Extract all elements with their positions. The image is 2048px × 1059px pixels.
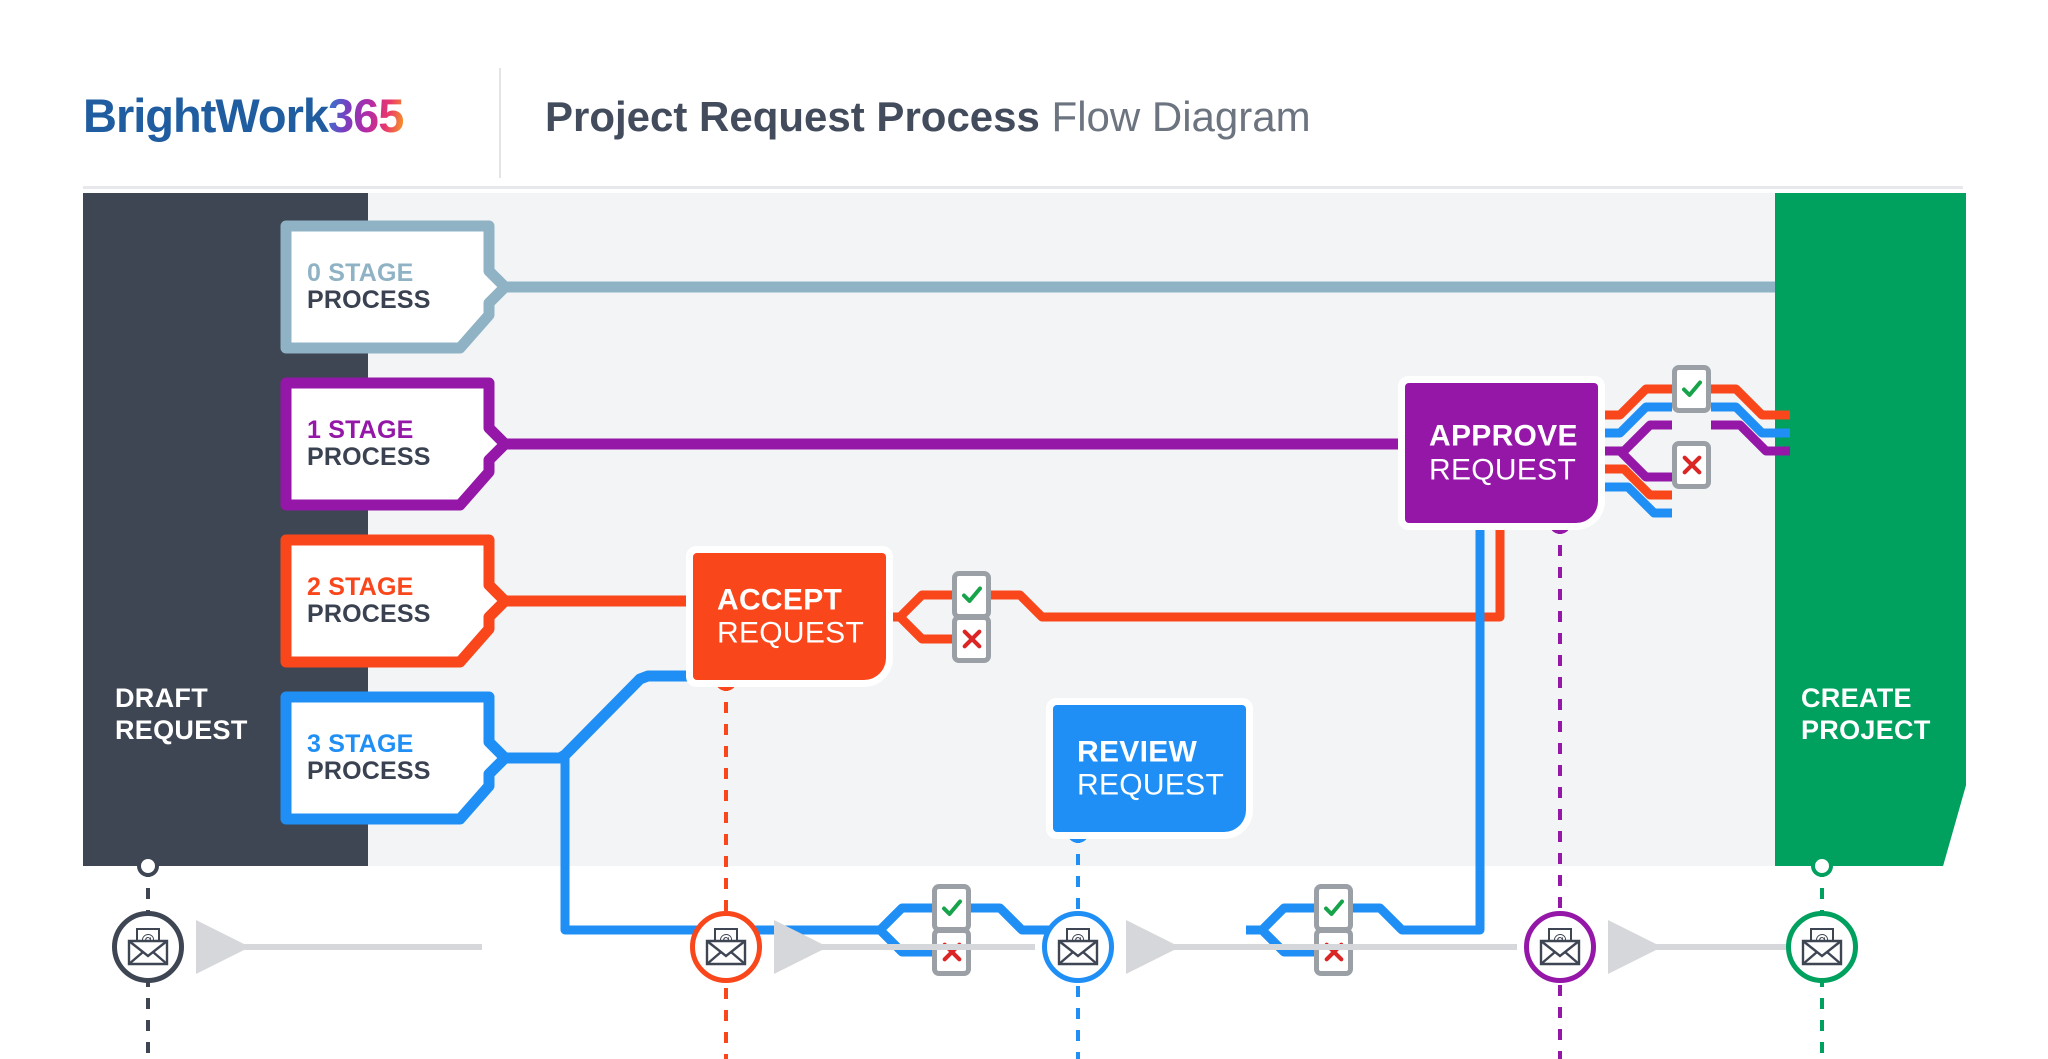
wire-stage3-to-accept bbox=[489, 670, 693, 764]
cross-icon[interactable] bbox=[1672, 441, 1711, 489]
cross-icon[interactable] bbox=[932, 928, 971, 976]
notification-arrows bbox=[196, 920, 1786, 974]
stage-3-count: 3 STAGE bbox=[307, 729, 414, 758]
wire-stage3-review-no-in bbox=[876, 926, 932, 957]
brightwork365-logo: BrightWork365 bbox=[83, 89, 404, 142]
approve-request-noun: REQUEST bbox=[1429, 453, 1577, 486]
wire-approve-no-orange-in bbox=[1598, 464, 1672, 500]
email-notification-row: @ @ @ @ bbox=[0, 880, 2048, 1030]
check-icon[interactable] bbox=[1672, 365, 1711, 413]
stage-1-word: PROCESS bbox=[307, 443, 431, 471]
draft-request-line2: REQUEST bbox=[115, 714, 248, 745]
header-divider bbox=[499, 68, 501, 178]
email-icon[interactable]: @ bbox=[1786, 911, 1858, 983]
stage-3-word: PROCESS bbox=[307, 757, 431, 785]
page-title: Project Request Process Flow Diagram bbox=[545, 96, 1311, 138]
accept-request-noun: REQUEST bbox=[717, 616, 865, 650]
stage-2-word: PROCESS bbox=[307, 600, 431, 628]
wire-approve-yes-blue-out bbox=[1711, 402, 1790, 438]
stage-card-0[interactable]: 0 STAGE PROCESS bbox=[286, 226, 489, 348]
logo-primary-text: BrightWork bbox=[83, 89, 329, 142]
wire-approve-no-blue-in bbox=[1598, 482, 1672, 518]
accept-request-verb: ACCEPT bbox=[717, 582, 843, 616]
nub-create bbox=[1811, 855, 1833, 877]
nub-draft bbox=[137, 855, 159, 877]
create-project-panel bbox=[1775, 193, 1966, 866]
wire-approve-no-purple-in bbox=[1598, 446, 1672, 482]
logo-accent-text: 365 bbox=[328, 89, 404, 142]
approve-request-verb: APPROVE bbox=[1429, 419, 1578, 453]
stage-0-count: 0 STAGE bbox=[307, 258, 414, 287]
check-icon[interactable] bbox=[952, 571, 991, 619]
create-project-line1: CREATE bbox=[1801, 683, 1912, 713]
flow-diagram-canvas: DRAFT REQUEST CREATE PROJECT bbox=[0, 193, 2048, 1059]
wire-approve-yes-orange-out bbox=[1711, 384, 1790, 420]
review-request-verb: REVIEW bbox=[1077, 734, 1198, 768]
wire-review-in bbox=[971, 903, 1053, 935]
wire-review-yes-out bbox=[1353, 523, 1485, 935]
draft-request-line1: DRAFT bbox=[115, 683, 208, 713]
stage-2-count: 2 STAGE bbox=[307, 572, 414, 601]
wire-approve-yes-purple-out bbox=[1711, 420, 1790, 456]
stage-card-1[interactable]: 1 STAGE PROCESS bbox=[286, 383, 489, 505]
accept-request-box[interactable]: ACCEPT REQUEST bbox=[693, 553, 886, 680]
wire-accept-no-in bbox=[886, 612, 952, 644]
approve-request-box[interactable]: APPROVE REQUEST bbox=[1405, 383, 1598, 523]
header-rule bbox=[83, 186, 1963, 189]
stage-card-3[interactable]: 3 STAGE PROCESS bbox=[286, 697, 489, 819]
cross-icon[interactable] bbox=[1314, 928, 1353, 976]
email-icon[interactable]: @ bbox=[112, 911, 184, 983]
check-icon[interactable] bbox=[1314, 884, 1353, 932]
wire-accept-yes-out bbox=[991, 523, 1505, 622]
stage-0-word: PROCESS bbox=[307, 286, 431, 314]
wire-review-no-in bbox=[1246, 925, 1314, 957]
review-request-box[interactable]: REVIEW REQUEST bbox=[1053, 705, 1246, 832]
connector-wires bbox=[137, 281, 1833, 1059]
page-header: BrightWork365 Project Request Process Fl… bbox=[0, 0, 2048, 189]
email-icon[interactable]: @ bbox=[1524, 911, 1596, 983]
draft-request-label: DRAFT REQUEST bbox=[115, 683, 248, 747]
create-project-line2: PROJECT bbox=[1801, 714, 1931, 745]
stage-card-2[interactable]: 2 STAGE PROCESS bbox=[286, 540, 489, 662]
review-request-noun: REQUEST bbox=[1077, 768, 1225, 802]
page-title-light: Flow Diagram bbox=[1051, 93, 1311, 140]
email-icon[interactable]: @ bbox=[1042, 911, 1114, 983]
wire-approve-yes-orange-in bbox=[1598, 384, 1672, 420]
stage-1-count: 1 STAGE bbox=[307, 415, 414, 444]
wire-approve-yes-blue-in bbox=[1598, 402, 1672, 438]
email-icon[interactable]: @ bbox=[690, 911, 762, 983]
page-title-strong: Project Request Process bbox=[545, 93, 1040, 140]
create-project-label: CREATE PROJECT bbox=[1801, 683, 1931, 747]
cross-icon[interactable] bbox=[952, 615, 991, 663]
